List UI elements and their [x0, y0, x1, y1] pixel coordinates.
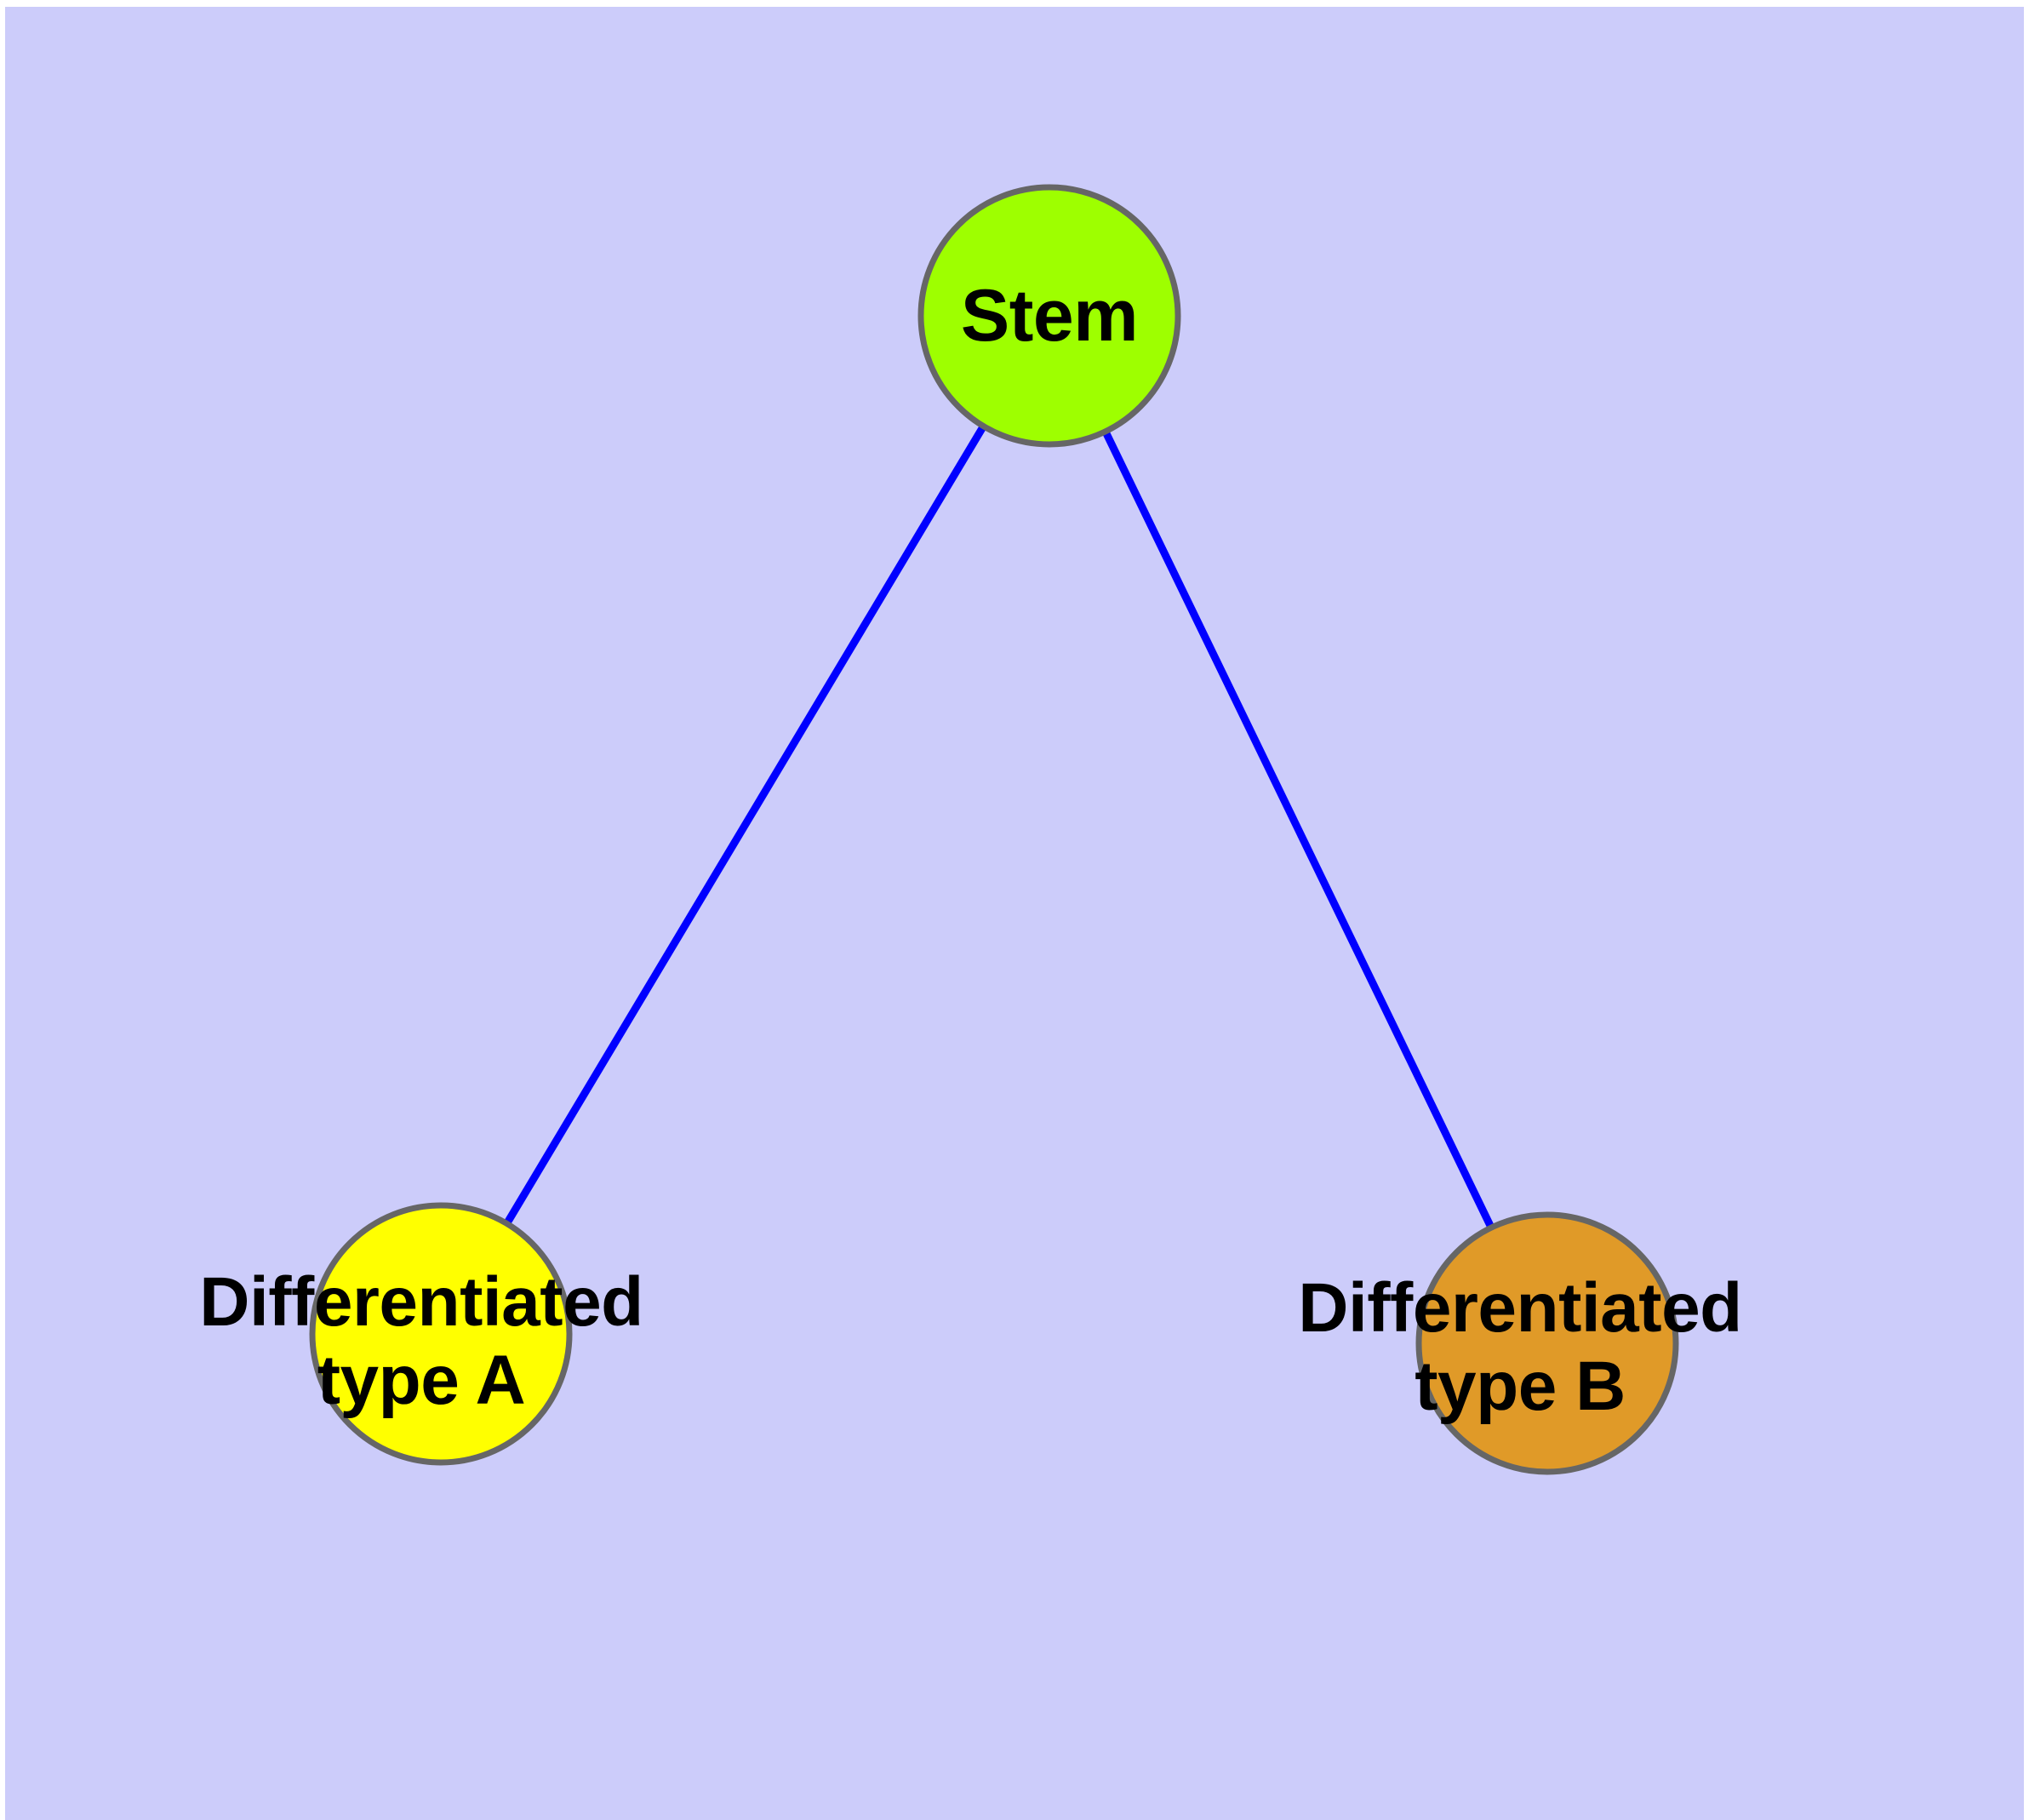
edge-stem-to-type-b[interactable] [1045, 314, 1552, 1345]
edge-stem-to-type-a[interactable] [437, 313, 1053, 1336]
node-stem[interactable] [917, 184, 1181, 448]
node-differentiated-type-a[interactable] [309, 1202, 573, 1466]
node-differentiated-type-b[interactable] [1415, 1211, 1679, 1475]
